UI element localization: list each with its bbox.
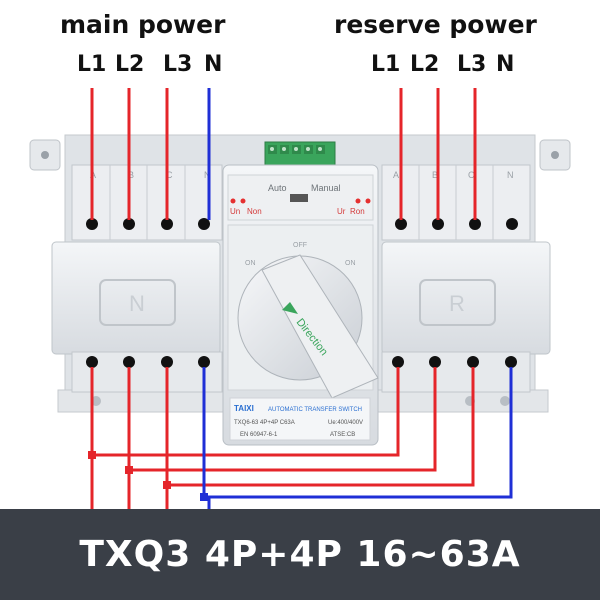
bottom-terminals — [71, 351, 531, 393]
right-cover: R — [381, 241, 551, 355]
nameplate-product: AUTOMATIC TRANSFER SWITCH — [268, 407, 362, 413]
terminal-letter-c: C — [468, 170, 475, 180]
indicator-led — [365, 198, 371, 204]
nameplate-class: ATSE:CB — [330, 432, 355, 438]
terminal-screw — [123, 218, 135, 230]
nameplate-standard: EN 60947-6-1 — [240, 432, 278, 438]
product-banner-text: TXQ3 4P+4P 16~63A — [79, 534, 521, 575]
terminal-letter-n: N — [507, 170, 514, 180]
rotary-handle[interactable]: Direction — [237, 254, 379, 399]
reserve-phase-l1: L1 — [371, 52, 401, 77]
mode-selector-switch[interactable] — [290, 194, 308, 202]
terminal-screw — [161, 218, 173, 230]
main-phase-l2: L2 — [115, 52, 145, 77]
main-phase-l3: L3 — [163, 52, 193, 77]
top-terminals-main: A B C N — [71, 164, 223, 241]
reserve-phase-n: N — [496, 52, 515, 77]
nameplate-model: TXQ6-63 4P+4P C63A — [234, 420, 295, 426]
dial-on-right: ON — [345, 260, 356, 267]
output-wires — [88, 367, 513, 512]
indicator-un-label: Un — [230, 207, 240, 216]
control-terminal-block — [264, 141, 336, 168]
indicator-ron-label: Ron — [350, 207, 365, 216]
terminal-screw — [395, 218, 407, 230]
main-phase-n: N — [204, 52, 223, 77]
main-phase-l1: L1 — [77, 52, 107, 77]
dial-off: OFF — [293, 242, 307, 249]
mode-auto-label: Auto — [268, 183, 287, 193]
center-unit: Auto Manual Un Non Ur Ron ON OFF ON Dire… — [222, 164, 379, 446]
terminal-screw — [506, 218, 518, 230]
indicator-led — [355, 198, 361, 204]
reserve-power-label: reserve power — [334, 10, 537, 39]
reserve-phase-l2: L2 — [410, 52, 440, 77]
terminal-letter-n: N — [204, 170, 211, 180]
indicator-non-label: Non — [247, 207, 262, 216]
cover-letter-n: N — [129, 291, 145, 316]
top-terminals-reserve: A B C N — [381, 164, 531, 241]
product-banner: TXQ3 4P+4P 16~63A — [0, 509, 600, 600]
terminal-screw — [432, 218, 444, 230]
terminal-letter-a: A — [393, 170, 399, 180]
indicator-ur-label: Ur — [337, 207, 346, 216]
cover-letter-r: R — [449, 291, 465, 316]
nameplate-brand: TAIXI — [234, 404, 254, 413]
nameplate: TAIXI AUTOMATIC TRANSFER SWITCH TXQ6-63 … — [229, 397, 371, 441]
terminal-letter-b: B — [128, 170, 134, 180]
reserve-phase-l3: L3 — [457, 52, 487, 77]
indicator-led — [240, 198, 246, 204]
main-power-label: main power — [60, 10, 226, 39]
terminal-screw — [469, 218, 481, 230]
terminal-screw — [86, 218, 98, 230]
incoming-wires — [90, 88, 477, 220]
mode-manual-label: Manual — [311, 183, 341, 193]
terminal-letter-c: C — [166, 170, 173, 180]
left-cover: N — [51, 241, 221, 355]
terminal-letter-b: B — [432, 170, 438, 180]
direction-arrow-icon — [282, 302, 298, 314]
nameplate-rating: Ue:400/400V — [328, 420, 363, 426]
indicator-led — [230, 198, 236, 204]
terminal-screw — [198, 218, 210, 230]
dial-on-left: ON — [245, 260, 256, 267]
